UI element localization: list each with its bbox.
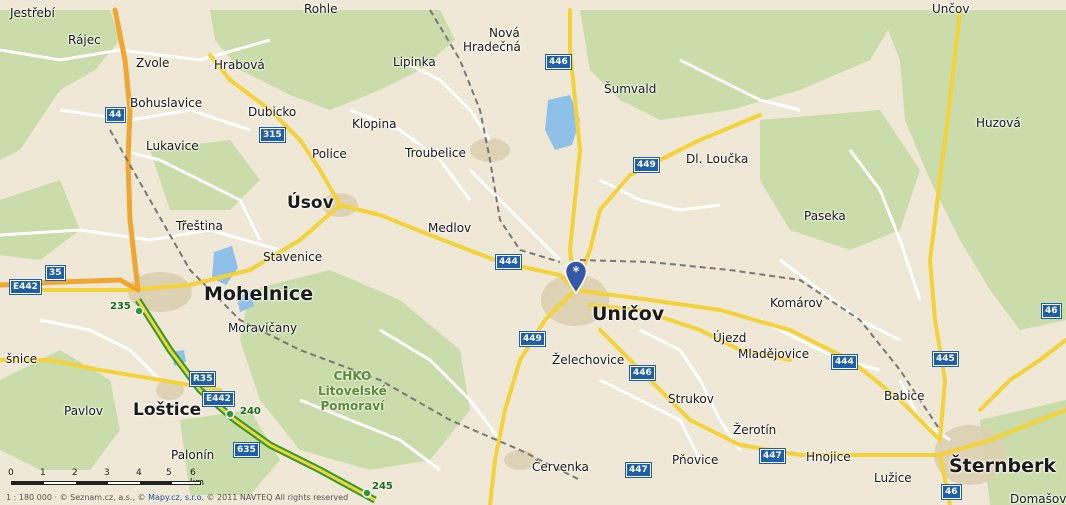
place-label: Bohuslavice [130,96,203,110]
place-label: Pavlov [64,404,103,418]
place-label: Medlov [428,221,472,235]
place-label: Palonín [171,448,215,462]
location-pin-icon[interactable]: * [564,260,588,294]
scale-tick: 1 [40,468,46,478]
place-label: Červenka [532,460,589,474]
place-label: Stavenice [263,250,323,264]
place-label: Lipinka [393,55,436,69]
road-shield: R35 [188,371,217,387]
place-label-town: Úsov [287,193,334,213]
place-label: Újezd [713,331,747,345]
scale-tick: 3 [104,468,110,478]
exit-number: 235 [110,301,131,312]
scale-bar-graphic [11,481,201,485]
place-label: Klopina [352,117,397,131]
railways [109,9,941,481]
road-shield: 447 [625,462,652,478]
road-shield: 449 [633,157,660,173]
protected-area-label-line: CHKO [333,369,372,383]
place-label: Mladějovice [738,347,810,361]
place-label: Pňovice [672,453,719,467]
scale-tick: 5 [166,468,172,478]
road-shield: 444 [495,254,522,270]
place-label: Domašov [1010,492,1066,505]
road-shield: E442 [202,391,235,407]
place-label: Moravičany [228,321,298,335]
protected-area-label-line: Litovelské [318,384,387,398]
place-label: Dl. Loučka [686,152,749,166]
svg-text:*: * [573,265,580,280]
road-shield: 445 [932,351,959,367]
built-up-areas [128,138,1006,485]
scale-tick: 0 [8,468,14,478]
scale-tick: 6 km [190,468,204,488]
road-shield: 46 [941,484,962,500]
scale-tick: 2 [72,468,78,478]
expressway [135,298,377,504]
place-label: Komárov [770,296,823,310]
place-label-town: Loštice [133,400,202,420]
road-shield: E442 [9,279,42,295]
road-shield: 444 [831,354,858,370]
place-label: Šumvald [604,82,657,96]
map-copyright: 1 : 180 000 · © Seznam.cz, a.s., © Mapy.… [6,493,348,502]
protected-area-label: CHKO Litovelské Pomoraví [318,369,387,414]
place-label: Troubelice [405,146,466,160]
place-label: Lužice [874,471,912,485]
exit-number: 245 [372,481,393,492]
road-shield: 315 [259,127,286,143]
place-label-city: Uničov [592,303,665,325]
place-label: Unčov [932,2,970,16]
road-shield: 44 [105,107,126,123]
place-label: Police [312,147,347,161]
road-shield: 446 [629,365,656,381]
road-shield: 35 [45,265,66,281]
minor-roads [0,38,951,472]
main-roads [0,8,1066,505]
place-label: Jestřebí [10,6,55,20]
place-label: Dubicko [248,105,297,119]
place-label: Hnojice [806,450,851,464]
place-label: Strukov [668,392,714,406]
place-label: Babice [884,389,925,403]
map-scale-bar: 0 1 2 3 4 5 6 km [8,468,208,492]
place-label: Žerotín [733,423,777,437]
place-label: Nová [489,26,520,40]
place-label: Paseka [804,209,846,223]
place-label: Huzová [976,116,1021,130]
copyright-suffix: © 2011 NAVTEQ All rights reserved [206,493,349,502]
place-label: šnice [6,352,38,366]
exit-markers [134,306,372,498]
place-label: Želechovice [552,353,625,367]
road-shield: 446 [545,54,572,70]
exit-number: 240 [240,406,261,417]
place-label: Rohle [304,2,338,16]
scale-tick: 4 [136,468,142,478]
place-label: Hradečná [463,40,521,54]
mapy-link[interactable]: Mapy.cz, s.r.o. [148,493,204,502]
road-shield: 447 [759,448,786,464]
road-shield: 635 [233,442,260,458]
road-shield: 449 [519,331,546,347]
copyright-prefix: 1 : 180 000 · © Seznam.cz, a.s., © [6,493,146,502]
place-label-city: Mohelnice [204,283,314,305]
place-label: Hrabová [214,58,265,72]
place-label: Rájec [68,33,101,47]
place-label-city: Šternberk [949,455,1057,477]
protected-area-label-line: Pomoraví [320,399,385,413]
road-shield: 46 [1041,303,1062,319]
place-label: Lukavice [146,139,199,153]
place-label: Zvole [136,56,170,70]
place-label: Třeština [176,219,223,233]
